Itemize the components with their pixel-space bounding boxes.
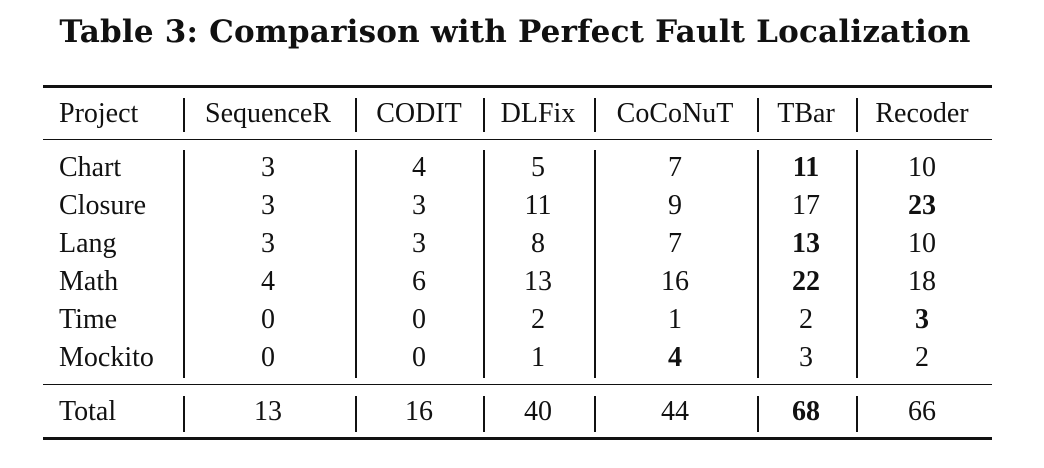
column-separator <box>594 150 596 378</box>
column-separator <box>483 98 485 132</box>
table-cell: 13 <box>524 266 552 297</box>
table-cell: 23 <box>908 190 936 221</box>
table-cell: 11 <box>524 190 552 221</box>
table-cell: 22 <box>792 266 820 297</box>
table-cell: 10 <box>908 152 936 183</box>
column-header: Recoder <box>875 98 969 129</box>
column-header: DLFix <box>500 98 576 129</box>
table-caption: Table 3: Comparison with Perfect Fault L… <box>59 14 971 50</box>
total-label: Total <box>59 396 117 427</box>
column-separator <box>355 396 357 432</box>
total-cell: 66 <box>908 396 936 427</box>
column-header: SequenceR <box>205 98 331 129</box>
total-cell: 44 <box>661 396 689 427</box>
row-label: Lang <box>59 228 117 259</box>
total-cell: 40 <box>524 396 552 427</box>
column-separator <box>757 98 759 132</box>
column-separator <box>483 150 485 378</box>
table-cell: 3 <box>412 190 426 221</box>
column-separator <box>355 150 357 378</box>
column-separator <box>856 396 858 432</box>
row-label: Closure <box>59 190 147 221</box>
table-cell: 3 <box>915 304 929 335</box>
column-header: Project <box>59 98 139 129</box>
row-label: Mockito <box>59 342 154 373</box>
top-rule <box>43 85 992 88</box>
column-separator <box>856 98 858 132</box>
column-separator <box>757 150 759 378</box>
bottom-rule <box>43 437 992 440</box>
column-separator <box>183 98 185 132</box>
column-separator <box>183 396 185 432</box>
column-separator <box>355 98 357 132</box>
column-header: CODIT <box>376 98 462 129</box>
column-separator <box>183 150 185 378</box>
table-cell: 4 <box>668 342 682 373</box>
table-cell: 5 <box>531 152 545 183</box>
column-header: CoCoNuT <box>616 98 734 129</box>
table-cell: 3 <box>799 342 813 373</box>
column-separator <box>856 150 858 378</box>
table-cell: 6 <box>412 266 426 297</box>
total-cell: 16 <box>405 396 433 427</box>
table-cell: 7 <box>668 228 682 259</box>
table-cell: 0 <box>412 304 426 335</box>
table-cell: 3 <box>261 228 275 259</box>
table-cell: 17 <box>792 190 820 221</box>
table-cell: 3 <box>261 152 275 183</box>
total-cell: 68 <box>792 396 820 427</box>
table-cell: 4 <box>412 152 426 183</box>
table-cell: 1 <box>668 304 682 335</box>
table-cell: 11 <box>792 152 820 183</box>
table-cell: 3 <box>412 228 426 259</box>
table-cell: 10 <box>908 228 936 259</box>
column-header: TBar <box>777 98 835 129</box>
table-cell: 18 <box>908 266 936 297</box>
table-cell: 0 <box>261 304 275 335</box>
table-cell: 2 <box>531 304 545 335</box>
table-cell: 3 <box>261 190 275 221</box>
table-cell: 0 <box>412 342 426 373</box>
row-label: Math <box>59 266 119 297</box>
table-cell: 13 <box>792 228 820 259</box>
table-cell: 4 <box>261 266 275 297</box>
table-cell: 0 <box>261 342 275 373</box>
table-cell: 2 <box>915 342 929 373</box>
table-cell: 16 <box>661 266 689 297</box>
total-cell: 13 <box>254 396 282 427</box>
table-cell: 2 <box>799 304 813 335</box>
column-separator <box>483 396 485 432</box>
header-rule <box>43 139 992 141</box>
table-cell: 8 <box>531 228 545 259</box>
table-cell: 9 <box>668 190 682 221</box>
column-separator <box>594 98 596 132</box>
column-separator <box>594 396 596 432</box>
column-separator <box>757 396 759 432</box>
row-label: Time <box>59 304 118 335</box>
total-rule <box>43 384 992 386</box>
table-cell: 1 <box>531 342 545 373</box>
row-label: Chart <box>59 152 122 183</box>
table-cell: 7 <box>668 152 682 183</box>
